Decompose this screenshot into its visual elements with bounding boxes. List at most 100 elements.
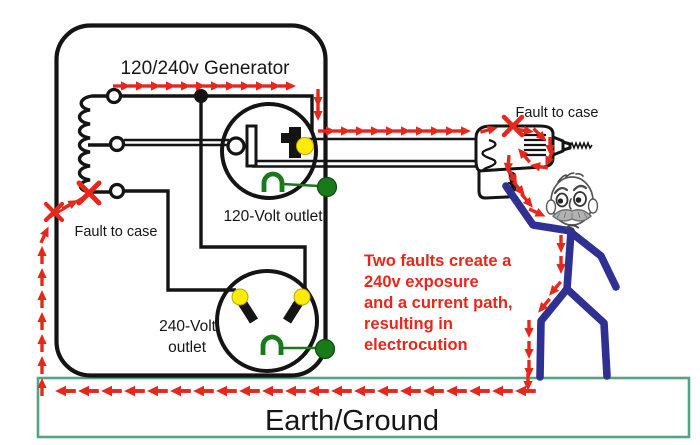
victim-arm-left [502, 182, 575, 235]
current-arrow [39, 226, 49, 244]
current-arrow [423, 126, 441, 136]
current-arrow [262, 385, 283, 397]
victim-leg-left [536, 285, 571, 381]
current-arrow [377, 385, 398, 397]
current-arrow [503, 154, 513, 173]
current-arrow [523, 373, 533, 391]
current-arrow [124, 385, 145, 397]
current-arrow [446, 385, 467, 397]
current-arrow [147, 385, 168, 397]
hot-terminal-dot [296, 137, 314, 155]
neutral-terminal [226, 136, 246, 156]
current-arrow [37, 356, 47, 374]
warning-line: electrocution [364, 336, 468, 354]
current-arrow [530, 162, 549, 172]
current-arrow [248, 81, 266, 91]
current-arrow [518, 148, 532, 164]
winding-tap-middle [108, 135, 126, 153]
current-arrow [37, 312, 47, 330]
ear-left [545, 199, 557, 215]
ground-bond-dot [314, 338, 336, 360]
current-arrow [308, 385, 329, 397]
outlet-240-body [215, 269, 319, 373]
hot-slot-notch [281, 133, 290, 143]
ground-bond-dot [316, 176, 338, 198]
wire-hot-leg-a [120, 94, 314, 133]
winding-tap-bottom [108, 182, 126, 200]
current-arrow [545, 137, 555, 155]
current-arrow [333, 126, 351, 136]
current-arrow [378, 126, 396, 136]
warning-line: Two faults create a [364, 252, 512, 270]
ground-pin-icon [261, 171, 285, 192]
current-arrow [556, 256, 566, 274]
current-arrow [313, 89, 323, 107]
current-arrow [313, 103, 323, 121]
drill-chuck-tip [561, 140, 572, 152]
current-arrow [170, 385, 191, 397]
current-arrow [173, 81, 191, 91]
winding-tap-top [105, 87, 123, 105]
current-arrow [400, 385, 421, 397]
mustache-hatching [556, 211, 588, 219]
earth-ground-label: Earth/Ground [265, 405, 439, 437]
current-arrow [37, 268, 47, 286]
fault-to-case-label-drill: Fault to case [515, 105, 598, 121]
current-arrow [128, 81, 146, 91]
outlet-240-label-line1: 240-Volt [159, 318, 217, 335]
current-arrow [492, 385, 513, 397]
generator-title: 120/240v Generator [120, 58, 290, 79]
current-arrow [143, 81, 161, 91]
current-arrow [233, 81, 251, 91]
pupil-left [557, 198, 564, 204]
current-arrow [423, 385, 444, 397]
current-arrow [479, 125, 498, 135]
fault-x-icon [43, 201, 65, 223]
current-arrow [519, 192, 533, 208]
fault-x-icon [501, 114, 525, 138]
wire-bottom-tap [123, 189, 236, 292]
current-arrow [55, 385, 76, 397]
current-arrow [524, 341, 534, 359]
hair-strokes [557, 172, 584, 183]
neutral-slot [245, 124, 258, 168]
current-arrow [158, 81, 176, 91]
current-arrow [239, 385, 260, 397]
current-arrow [438, 126, 456, 136]
drill-bit [569, 140, 593, 151]
victim-torso [563, 227, 575, 293]
frown-mouth [565, 224, 579, 229]
current-arrow [188, 81, 206, 91]
ear-right [587, 198, 599, 214]
current-arrow [532, 127, 547, 142]
current-arrow [101, 385, 122, 397]
ground-pin-icon [260, 334, 284, 355]
current-arrow [515, 385, 536, 397]
current-arrow [393, 126, 411, 136]
victim-arm-right [569, 230, 620, 291]
current-arrow [218, 81, 236, 91]
current-arrow [113, 81, 131, 91]
current-arrow [331, 385, 352, 397]
current-arrow [37, 378, 47, 396]
current-arrow [408, 126, 426, 136]
current-arrow [285, 385, 306, 397]
pupil-right [575, 197, 582, 203]
warning-line: resulting in [364, 315, 453, 333]
current-arrow [538, 297, 552, 313]
nose [568, 198, 572, 210]
ground-wire [281, 182, 320, 188]
outlet-120-label: 120-Volt outlet [223, 208, 323, 225]
fault-x-marks [43, 114, 525, 223]
current-arrow [318, 126, 336, 136]
current-arrow [263, 81, 281, 91]
fault-to-case-label-generator: Fault to case [74, 224, 157, 240]
current-arrow [193, 385, 214, 397]
victim-leg-right [563, 285, 611, 380]
current-arrow [37, 290, 47, 308]
current-arrow [549, 280, 563, 296]
current-arrow [61, 200, 79, 211]
current-arrow [278, 81, 296, 91]
